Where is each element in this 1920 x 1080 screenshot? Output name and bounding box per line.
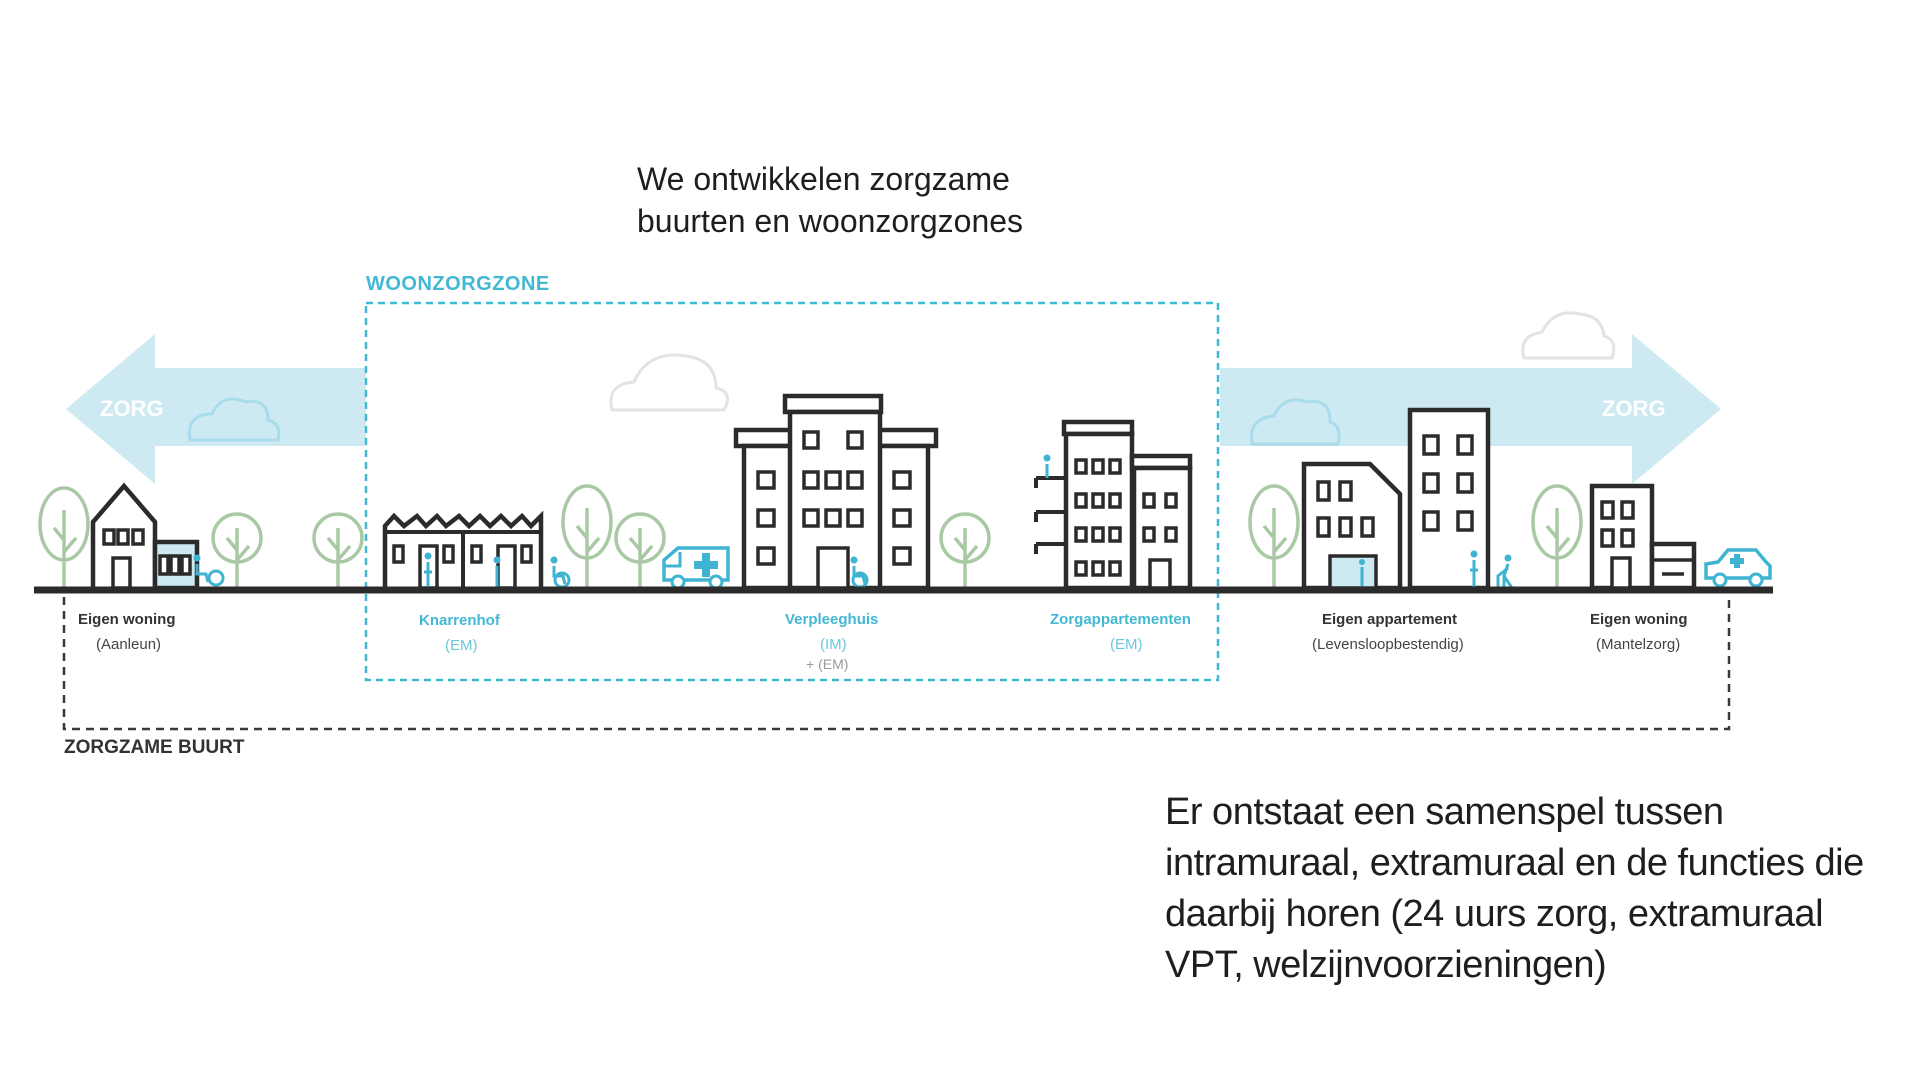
location-name: Verpleeghuis <box>785 611 878 628</box>
location-name: Zorgappartementen <box>1050 611 1191 628</box>
location-knarrenhof: Knarrenhof (EM) <box>419 612 501 654</box>
location-eigen-woning-mantelzorg: Eigen woning (Mantelzorg) <box>1590 611 1688 653</box>
tree-icon <box>211 512 263 588</box>
location-sub: (Levensloopbestendig) <box>1312 636 1464 653</box>
headline: We ontwikkelen zorgzame buurten en woonz… <box>637 158 1023 242</box>
cloud-icon <box>187 397 281 442</box>
location-sub: (EM) <box>445 637 478 654</box>
tree-icon <box>312 512 364 588</box>
tree-icon <box>1531 484 1583 588</box>
wheelchair-icon <box>550 556 571 589</box>
cloud-icon <box>1249 398 1341 446</box>
location-verpleeghuis: Verpleeghuis (IM) + (EM) <box>785 611 878 672</box>
zorgappartementen-building <box>1034 419 1193 591</box>
location-sub: (IM) <box>820 636 847 653</box>
headline-line-1: We ontwikkelen zorgzame <box>637 161 1010 197</box>
location-eigen-appartement: Eigen appartement (Levensloopbestendig) <box>1312 611 1464 653</box>
person-icon <box>424 552 432 588</box>
location-sub2: + (EM) <box>806 656 848 672</box>
caption: Er ontstaat een samenspel tussen intramu… <box>1165 787 1864 991</box>
location-eigen-woning-aanleun: Eigen woning (Aanleun) <box>78 611 176 653</box>
care-car-icon <box>1704 548 1772 588</box>
knarrenhof-building <box>382 510 544 590</box>
caption-line-2: intramuraal, extramuraal en de functies … <box>1165 842 1864 884</box>
woonzorgzone-label: WOONZORGZONE <box>366 273 550 295</box>
caption-line-3: daarbij horen (24 uurs zorg, extramuraal <box>1165 893 1824 935</box>
tree-icon <box>614 512 666 588</box>
zorgzame-buurt-outline <box>62 597 1731 731</box>
ambulance-icon <box>662 546 730 590</box>
wheelchair-icon <box>193 554 225 587</box>
location-name: Knarrenhof <box>419 612 501 629</box>
tree-icon <box>1248 484 1300 588</box>
cloud-icon <box>609 353 730 412</box>
house-aanleun <box>90 482 200 591</box>
woonzorgzone-outline <box>364 301 1220 682</box>
location-sub: (Mantelzorg) <box>1596 636 1680 653</box>
house-mantelzorg <box>1589 483 1697 591</box>
tree-icon <box>939 512 991 588</box>
verpleeghuis-building <box>733 393 939 591</box>
caption-line-4: VPT, welzijnvoorzieningen) <box>1165 944 1607 986</box>
location-sub: (EM) <box>1110 636 1143 653</box>
location-name: Eigen appartement <box>1322 611 1457 628</box>
cloud-icon <box>1521 311 1616 360</box>
caption-line-1: Er ontstaat een samenspel tussen <box>1165 791 1724 833</box>
headline-line-2: buurten en woonzorgzones <box>637 203 1024 239</box>
person-icon <box>493 556 501 588</box>
person-icon <box>1470 550 1478 588</box>
person-icon <box>1043 454 1051 478</box>
location-zorgappartementen: Zorgappartementen (EM) <box>1050 611 1191 653</box>
left-arrow-label: ZORG <box>100 396 164 421</box>
right-arrow-label: ZORG <box>1602 396 1666 421</box>
elderly-person-icon <box>1496 554 1514 589</box>
location-name: Eigen woning <box>1590 611 1688 628</box>
location-sub: (Aanleun) <box>96 636 161 653</box>
eigen-appartement-building <box>1301 407 1491 591</box>
tree-icon <box>38 486 90 588</box>
location-name: Eigen woning <box>78 611 176 628</box>
tree-icon <box>561 484 613 588</box>
zorgzame-buurt-label: ZORGZAME BUURT <box>64 737 245 758</box>
person-icon <box>1359 559 1365 586</box>
